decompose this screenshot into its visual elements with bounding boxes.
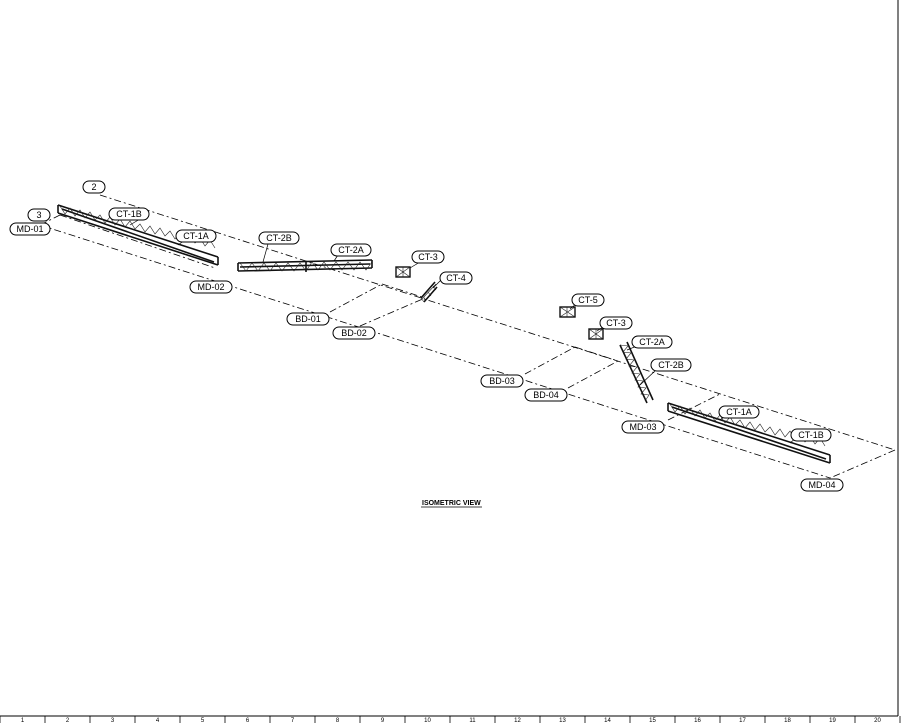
grid-tag-md-03-label: MD-03 xyxy=(629,422,656,432)
tag-leaders xyxy=(129,218,797,444)
grid-tag-md-04-label: MD-04 xyxy=(808,480,835,490)
grid-tag-md-02: MD-02 xyxy=(189,280,233,294)
member-tag-ct3-left: CT-3 xyxy=(411,250,445,264)
ruler-number: 3 xyxy=(111,718,115,723)
grid-tag-bd-03: BD-03 xyxy=(480,374,524,388)
grid-tag-bd-04-label: BD-04 xyxy=(533,390,559,400)
ruler-number: 12 xyxy=(514,718,521,723)
grid-tag-bd-03-label: BD-03 xyxy=(489,376,515,386)
grid-tag-2: 2 xyxy=(82,180,106,194)
member-tag-ct2b-right-label: CT-2B xyxy=(658,360,684,370)
member-tag-ct4: CT-4 xyxy=(439,271,473,285)
ruler-number: 6 xyxy=(246,718,250,723)
ruler-number: 15 xyxy=(649,718,656,723)
ruler-number: 2 xyxy=(66,718,70,723)
truss-ct3-right xyxy=(588,328,604,340)
member-tag-ct3-left-label: CT-3 xyxy=(418,252,438,262)
member-tag-ct2b-left: CT-2B xyxy=(258,231,300,245)
member-tag-ct1a-left: CT-1A xyxy=(175,229,217,243)
ruler-number: 17 xyxy=(739,718,746,723)
member-tag-ct1b-right-label: CT-1B xyxy=(798,430,824,440)
member-tag-ct1a-left-label: CT-1A xyxy=(183,231,209,241)
ruler-number: 20 xyxy=(874,718,881,723)
grid-tag-md-04: MD-04 xyxy=(800,478,844,492)
ruler-number: 10 xyxy=(424,718,431,723)
member-tag-ct5-label: CT-5 xyxy=(578,295,598,305)
member-tag-ct2b-right: CT-2B xyxy=(650,358,692,372)
member-tag-ct1b-left: CT-1B xyxy=(108,207,150,221)
ruler-number: 11 xyxy=(469,718,476,723)
member-tag-ct2a-right-label: CT-2A xyxy=(639,337,665,347)
grid-tag-2-label: 2 xyxy=(91,182,96,192)
member-tag-ct2a-left-label: CT-2A xyxy=(338,245,364,255)
member-tag-ct1b-right: CT-1B xyxy=(790,428,832,442)
grid-tag-bd-04: BD-04 xyxy=(524,388,568,402)
grid-tag-md-02-label: MD-02 xyxy=(197,282,224,292)
grid-tag-bd-01-label: BD-01 xyxy=(295,314,321,324)
member-tag-ct2a-right: CT-2A xyxy=(631,335,673,349)
ruler-number: 13 xyxy=(559,718,566,723)
grid-tag-bd-01: BD-01 xyxy=(286,312,330,326)
member-tag-ct3-right: CT-3 xyxy=(599,316,633,330)
view-title: ISOMETRIC VIEW xyxy=(422,500,481,507)
truss-ct5 xyxy=(559,306,576,318)
truss-ct3-left xyxy=(395,266,411,278)
ruler-number: 16 xyxy=(694,718,701,723)
ruler-number: 7 xyxy=(291,718,295,723)
grid-tag-3-label: 3 xyxy=(36,210,41,220)
grid-tag-bd-02: BD-02 xyxy=(332,326,376,340)
grid-tag-md-01: MD-01 xyxy=(9,222,51,236)
member-tag-ct3-right-label: CT-3 xyxy=(606,318,626,328)
member-tag-ct1a-right: CT-1A xyxy=(718,405,760,419)
member-tag-ct1b-left-label: CT-1B xyxy=(116,209,142,219)
ruler-number: 1 xyxy=(21,718,25,723)
grid-lines xyxy=(39,194,896,479)
truss-ct2-left xyxy=(237,259,373,272)
grid-tag-3: 3 xyxy=(27,208,51,222)
member-tag-ct5: CT-5 xyxy=(571,293,605,307)
truss-ct2-right xyxy=(619,341,654,404)
member-tag-ct4-label: CT-4 xyxy=(446,273,466,283)
ruler-number: 4 xyxy=(156,718,160,723)
grid-tag-bd-02-label: BD-02 xyxy=(341,328,367,338)
ruler-number: 18 xyxy=(784,718,791,723)
ruler-number: 14 xyxy=(604,718,611,723)
ruler-number: 9 xyxy=(381,718,385,723)
ruler-number: 8 xyxy=(336,718,340,723)
member-tag-ct2a-left: CT-2A xyxy=(330,243,372,257)
grid-tag-md-01-label: MD-01 xyxy=(16,224,43,234)
truss-ct4 xyxy=(420,281,438,303)
member-tag-ct2b-left-label: CT-2B xyxy=(266,233,292,243)
ruler-number: 19 xyxy=(829,718,836,723)
truss-ct1-left xyxy=(57,204,219,266)
truss-ct1-right xyxy=(667,402,831,464)
grid-tag-md-03: MD-03 xyxy=(621,420,665,434)
member-tag-ct1a-right-label: CT-1A xyxy=(726,407,752,417)
ruler-number: 5 xyxy=(201,718,205,723)
